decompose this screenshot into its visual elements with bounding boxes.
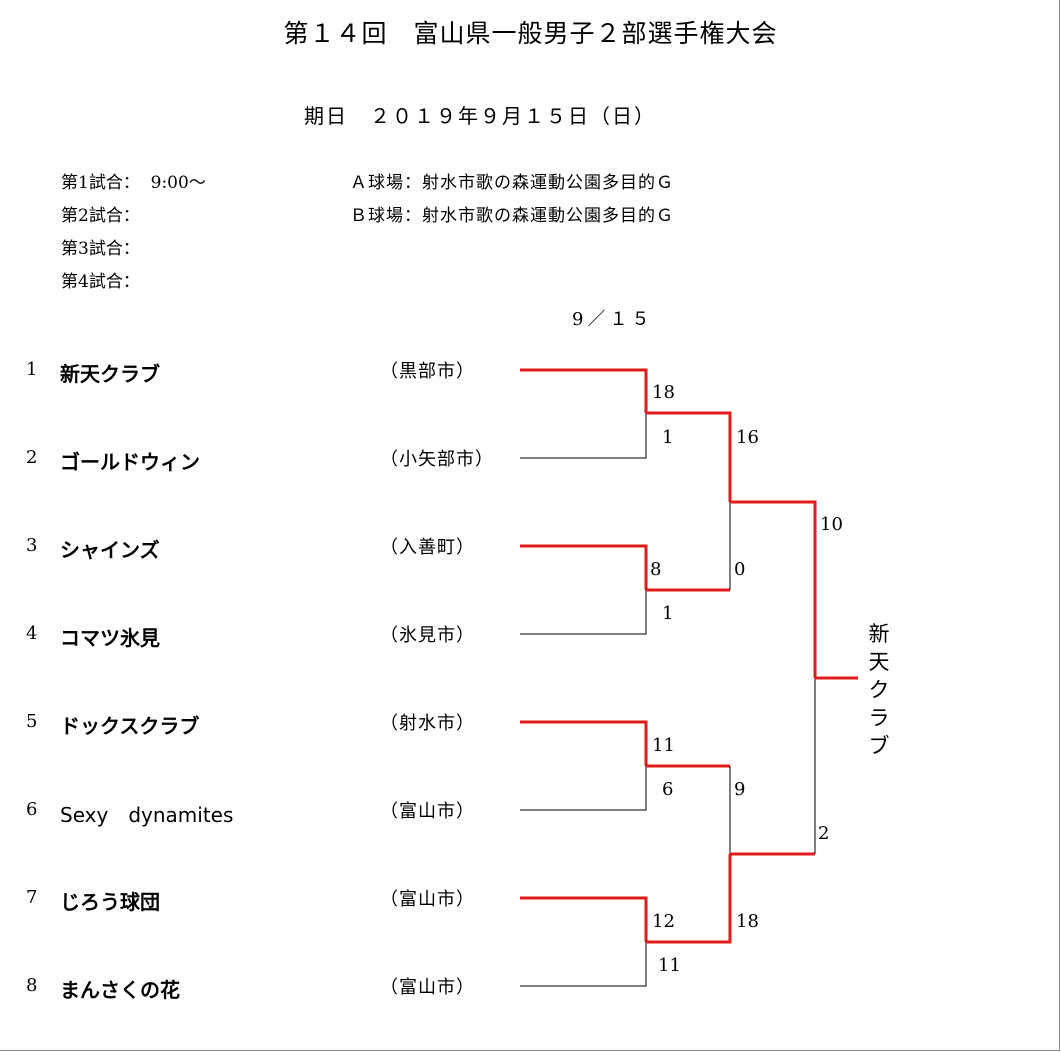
bracket-line (520, 413, 647, 459)
bracket-line-winner (520, 544, 648, 590)
venue-b: Ｂ球場：射水市歌の森運動公園多目的Ｇ (350, 206, 674, 226)
seed-number: 4 (26, 623, 38, 644)
score: 6 (662, 779, 674, 800)
bracket-line-winner (646, 854, 732, 944)
schedule-2: 第2試合： (61, 201, 140, 226)
score: 9 (734, 779, 746, 800)
bracket-line-winner (520, 720, 648, 766)
score: 12 (652, 911, 675, 932)
team-city: （入善町） (380, 537, 475, 558)
schedule-3: 第3試合： (61, 234, 140, 259)
score: 8 (650, 559, 662, 580)
schedule-4: 第4試合： (61, 267, 140, 292)
team-city: （富山市） (380, 801, 475, 822)
team-city: （富山市） (380, 889, 475, 910)
score: 10 (820, 514, 843, 535)
score: 11 (658, 955, 681, 976)
round-date: 9／１５ (572, 309, 654, 330)
seed-number: 8 (26, 975, 38, 996)
team-name: シャインズ (60, 538, 160, 562)
schedule-label: 第3試合： (61, 239, 140, 259)
bracket-line (520, 590, 647, 635)
team-name: 新天クラブ (60, 362, 160, 386)
team-name: ドックスクラブ (60, 714, 200, 738)
score: 18 (736, 911, 759, 932)
bracket-line-winner (730, 500, 817, 678)
team-name: じろう球団 (60, 890, 160, 914)
score: 16 (736, 427, 759, 448)
team-name: ゴールドウィン (60, 450, 200, 474)
seed-number: 1 (26, 359, 38, 380)
bracket-line (520, 766, 647, 811)
bracket-line-winner (646, 411, 732, 502)
team-name: Sexy dynamites (60, 803, 234, 827)
bracket-line (520, 942, 647, 987)
champion-name: 新天クラブ (868, 622, 890, 758)
team-city: （小矢部市） (380, 449, 494, 470)
schedule-label: 第1試合： (61, 173, 140, 193)
score: 0 (734, 559, 746, 580)
team-city: （氷見市） (380, 625, 475, 646)
bracket-line-winner (520, 368, 648, 413)
score: 11 (652, 735, 675, 756)
venue-a: Ａ球場：射水市歌の森運動公園多目的Ｇ (350, 173, 674, 193)
team-name: まんさくの花 (60, 978, 180, 1002)
schedule-time: 9:00～ (150, 173, 206, 193)
score: 1 (662, 603, 674, 624)
team-name: コマツ氷見 (60, 626, 160, 650)
score: 1 (662, 427, 674, 448)
seed-number: 3 (26, 535, 38, 556)
team-city: （富山市） (380, 977, 475, 998)
event-date: 期日 ２０１９年９月１５日（日） (304, 104, 656, 128)
schedule-label: 第2試合： (61, 206, 140, 226)
schedule-1: 第1試合： 9:00～ (61, 168, 206, 193)
seed-number: 2 (26, 447, 38, 468)
team-city: （射水市） (380, 713, 475, 734)
team-city: （黒部市） (380, 361, 475, 382)
page-title: 第１４回 富山県一般男子２部選手権大会 (283, 19, 778, 48)
score: 2 (818, 823, 830, 844)
seed-number: 5 (26, 711, 38, 732)
seed-number: 7 (26, 887, 38, 908)
bracket-line-winner (520, 896, 648, 942)
score: 18 (652, 382, 675, 403)
seed-number: 6 (26, 799, 38, 820)
schedule-label: 第4試合： (61, 272, 140, 292)
